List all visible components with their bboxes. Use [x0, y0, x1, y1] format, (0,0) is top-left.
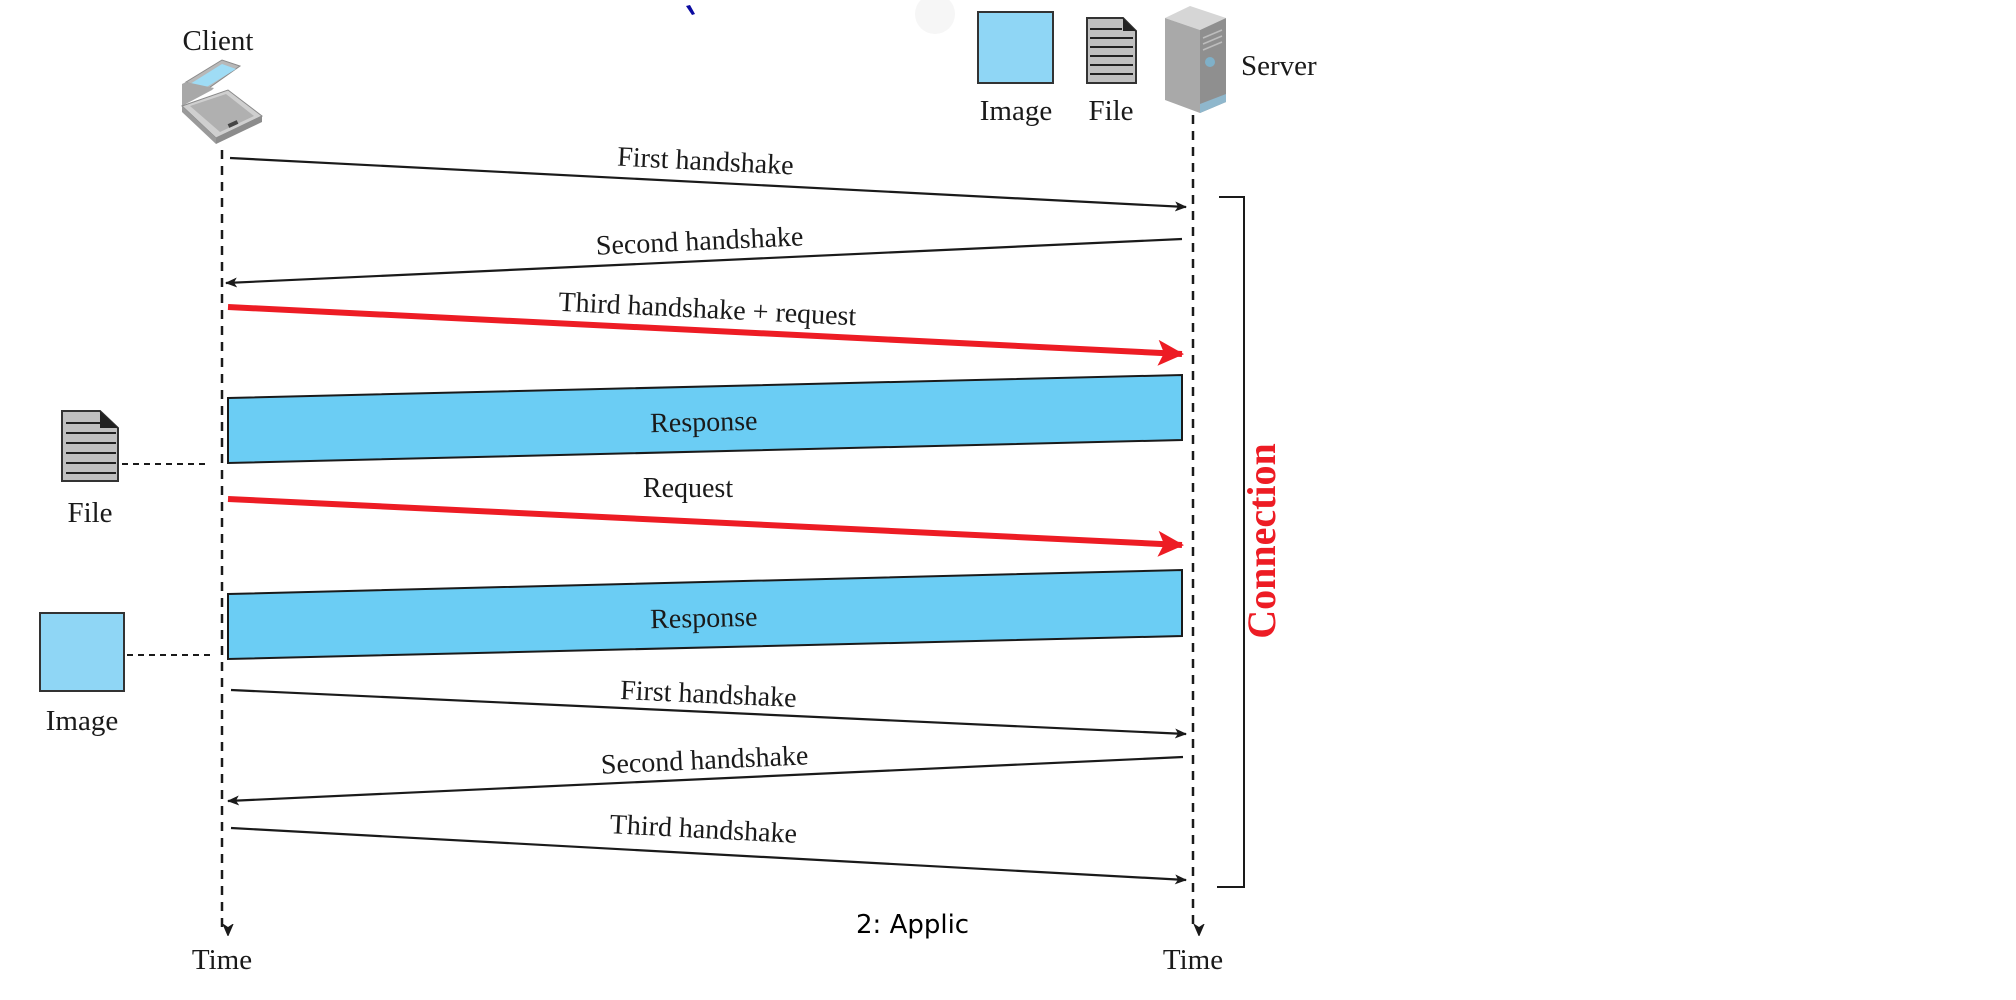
client-file-icon: [61, 410, 119, 482]
first-handshake-label: First handshake: [616, 142, 794, 182]
client-image-label: Image: [46, 705, 118, 737]
response-block-2: [227, 568, 1183, 661]
client-label: Client: [183, 25, 254, 57]
server-time-label: Time: [1163, 944, 1223, 976]
connection-label: Connection: [1239, 443, 1284, 639]
server-label: Server: [1241, 50, 1317, 82]
response-label-1: Response: [650, 406, 758, 440]
connection-bracket: [1217, 196, 1245, 888]
stray-blue-mark: [686, 5, 695, 15]
laptop-icon: [181, 59, 263, 144]
third-handshake-arrow: [230, 826, 1187, 885]
footer-caption: 2: Applic: [856, 910, 969, 940]
client-time-label: Time: [192, 944, 252, 976]
client-file-label: File: [67, 497, 112, 529]
client-image-icon: [39, 612, 125, 692]
response-label-2: Response: [650, 602, 758, 636]
server-file-label: File: [1088, 95, 1133, 127]
server-resource-image: Image: [977, 11, 1054, 127]
second-handshake-arrow: [225, 237, 1183, 288]
third-handshake-label: Third handshake: [609, 809, 798, 850]
response-block-1: [227, 373, 1183, 465]
first-handshake-arrow: [229, 156, 1187, 212]
image-icon: [977, 11, 1054, 84]
second-handshake-arrow-2: [227, 755, 1184, 806]
faint-circle-mark: [915, 0, 955, 34]
second-handshake-label: Second handshake: [595, 221, 804, 261]
third-handshake-request-arrow: [227, 304, 1184, 366]
server-image-label: Image: [980, 95, 1052, 127]
request-label: Request: [643, 473, 733, 504]
server-tower-icon: [1165, 6, 1226, 113]
file-document-icon: [1086, 17, 1137, 84]
server-resource-file: File: [1086, 17, 1137, 127]
request-arrow: [227, 496, 1184, 557]
first-handshake-arrow-2: [230, 688, 1187, 739]
